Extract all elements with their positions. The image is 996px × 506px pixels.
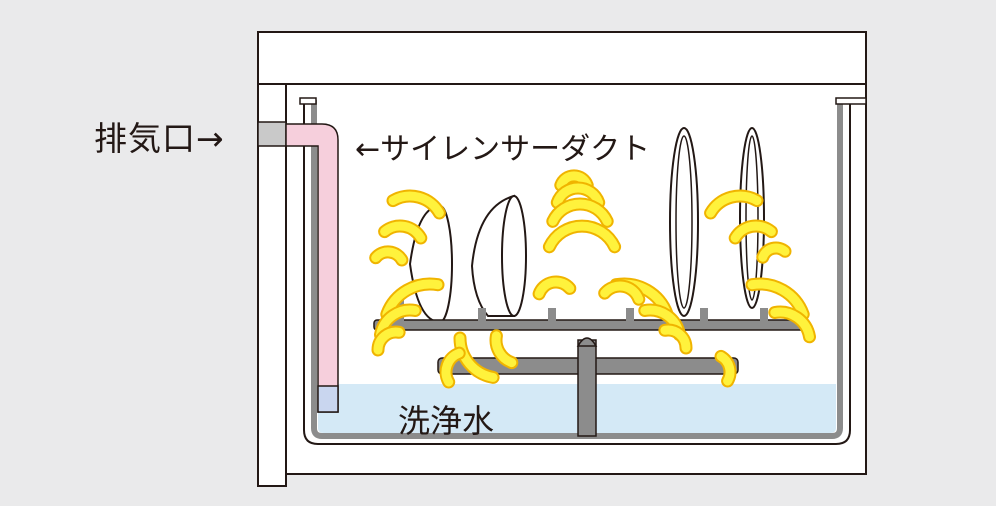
steam-arc-icon <box>380 221 426 243</box>
cabinet-left-wall <box>257 83 287 487</box>
steam-arc-icon <box>388 191 444 218</box>
steam-arc-icon <box>706 191 762 218</box>
steam-arc-icon <box>376 305 420 340</box>
steam-arc-icon <box>441 348 464 387</box>
steam-arcs <box>369 169 816 389</box>
dish-icon <box>675 135 693 309</box>
steam-arc-icon <box>548 199 612 226</box>
steam-arc-icon <box>544 221 620 252</box>
silencer-duct-label: ←サイレンサーダクト <box>355 132 651 167</box>
exhaust-port <box>257 121 287 147</box>
steam-arc-icon <box>758 243 790 262</box>
tub-inner-wall <box>311 100 843 439</box>
steam-arc-icon <box>455 333 498 382</box>
dish-icon <box>669 127 699 317</box>
steam-arc-icon <box>770 307 814 342</box>
steam-arc-icon <box>552 183 604 207</box>
bowl-icon <box>501 195 527 317</box>
tub-rim-right <box>835 97 867 105</box>
steam-arc-icon <box>730 221 776 243</box>
steam-arc-icon <box>373 327 404 355</box>
steam-arc-icon <box>371 247 407 265</box>
exhaust-port-label: 排気口→ <box>94 119 225 158</box>
steam-arc-icon <box>600 281 644 304</box>
steam-arc-icon <box>534 277 575 299</box>
cabinet-top <box>257 31 867 85</box>
wash-water <box>318 384 836 433</box>
dish-icon <box>739 127 765 309</box>
steam-arc-icon <box>660 325 691 353</box>
steam-arc-icon <box>556 171 592 190</box>
steam-arc-icon <box>491 331 517 368</box>
steam-arc-icon <box>747 279 808 319</box>
tub-rim-left <box>299 97 317 105</box>
steam-arc-icon <box>716 351 735 386</box>
wash-water-label: 洗浄水 <box>398 402 495 440</box>
dish-icon <box>745 135 759 301</box>
silencer-duct-submerged <box>317 385 339 413</box>
silencer-duct <box>285 123 339 413</box>
steam-arc-icon <box>382 279 443 319</box>
